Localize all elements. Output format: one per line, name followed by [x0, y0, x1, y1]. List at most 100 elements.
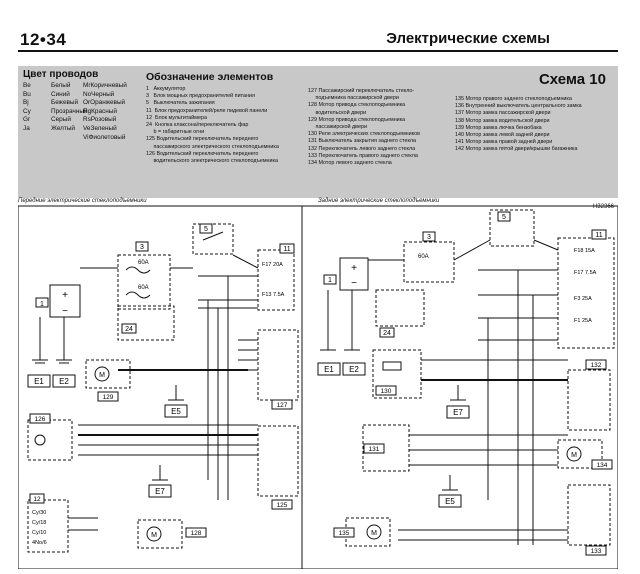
elements-list-2: 127 Пассажирский переключатель стекло- п…: [308, 88, 420, 167]
wire-color-name: Синий: [51, 90, 70, 98]
switch-127: [257, 329, 299, 401]
svg-text:127: 127: [277, 402, 288, 409]
svg-text:132: 132: [591, 362, 602, 369]
wire-color-code: Cy: [23, 107, 31, 115]
elements-list-1: 1 Аккумулятор 3 Блок мощных предохраните…: [146, 86, 279, 165]
ignition-switch-5-right: [489, 209, 535, 247]
svg-text:60A: 60A: [418, 254, 429, 260]
svg-text:4No/6: 4No/6: [32, 540, 47, 546]
multitimer-12: [27, 499, 98, 553]
elements-title: Обозначение элементов: [146, 71, 274, 83]
wire-color-be: Be Белый: [23, 82, 88, 91]
svg-text:E7: E7: [453, 408, 463, 417]
svg-text:F1 25A: F1 25A: [574, 318, 592, 324]
svg-text:M: M: [371, 530, 377, 537]
fuse-block-11-left: [257, 249, 295, 311]
wire-color-ve: VeЗеленый: [83, 125, 127, 134]
wire-colors-title: Цвет проводов: [23, 69, 99, 80]
svg-text:Cy/10: Cy/10: [32, 530, 46, 536]
switch-125: [257, 425, 299, 497]
svg-text:11: 11: [283, 246, 290, 253]
figure-code: H32366: [592, 204, 614, 210]
wire-color-code: No: [83, 90, 92, 98]
wire-color-name: Зеленый: [90, 124, 117, 132]
wire-color-mr: MrКоричневый: [83, 82, 127, 91]
svg-text:E5: E5: [171, 407, 181, 416]
wire-color-code: Ve: [83, 124, 91, 132]
wire-color-code: Rs: [83, 116, 91, 124]
svg-text:E2: E2: [349, 365, 359, 374]
svg-text:24: 24: [125, 326, 133, 333]
svg-text:−: −: [62, 306, 68, 317]
svg-text:−: −: [351, 278, 357, 289]
svg-text:1: 1: [328, 277, 332, 284]
fuse-block-3-left: [117, 254, 171, 310]
svg-text:60A: 60A: [138, 285, 149, 291]
wire-color-name: Черный: [91, 90, 115, 98]
svg-text:Cy/30: Cy/30: [32, 510, 46, 516]
wire-color-code: Be: [23, 82, 31, 89]
svg-text:E1: E1: [34, 377, 44, 386]
wire-color-name: Желтый: [51, 124, 75, 132]
wire-color-name: Прозрачный: [51, 107, 88, 115]
grounds-left: [27, 317, 76, 388]
svg-text:E7: E7: [155, 487, 165, 496]
wire-color-rg: RgКрасный: [83, 108, 127, 117]
wiring-svg: + − 1 E1 E2 3 60A 60A 5: [17, 205, 619, 570]
svg-text:1: 1: [40, 301, 44, 308]
wire-color-vi: ViФиолетовый: [83, 134, 127, 143]
svg-text:E2: E2: [59, 377, 69, 386]
wires-left: [78, 254, 259, 500]
battery-1-right: [323, 257, 369, 291]
wire-color-code: Vi: [83, 133, 89, 141]
grounds-e5-e7-left: [148, 385, 188, 498]
svg-text:M: M: [571, 452, 577, 459]
right-caption: Задние электрические стеклоподъемники: [318, 198, 440, 204]
wire-color-name: Фиолетовый: [88, 133, 126, 141]
svg-text:3: 3: [140, 244, 144, 251]
fuse-block-3-right: [403, 241, 455, 283]
elements-list-3: 135 Мотор правого заднего стеклоподъемни…: [455, 96, 582, 153]
wire-color-code: Rg: [83, 107, 92, 115]
svg-text:131: 131: [369, 446, 380, 453]
chapter-title: Электрические схемы: [386, 30, 550, 47]
svg-text:M: M: [151, 532, 157, 539]
svg-text:F3 25A: F3 25A: [574, 296, 592, 302]
wire-color-ja: Ja Желтый: [23, 125, 88, 134]
wire-color-or: OrОранжевый: [83, 99, 127, 108]
relay-130: [372, 349, 422, 399]
svg-text:F17 7.5A: F17 7.5A: [574, 270, 597, 276]
switch-24-left: [117, 305, 175, 341]
schema-title: Схема 10: [538, 71, 606, 88]
svg-text:12: 12: [33, 496, 41, 503]
ignition-switch-5-left: [192, 223, 234, 255]
svg-text:60A: 60A: [138, 260, 149, 266]
svg-text:F13 7.5A: F13 7.5A: [262, 292, 285, 298]
left-caption: Передние электрические стеклоподъемники: [18, 198, 147, 204]
wire-color-code: Mr: [83, 82, 91, 89]
motor-128: [137, 519, 183, 549]
wire-color-cy: Cy Прозрачный: [23, 108, 88, 117]
svg-text:Cy/18: Cy/18: [32, 520, 46, 526]
grounds-right: [317, 290, 366, 376]
diagram-frame: [17, 205, 619, 570]
svg-text:F18 15A: F18 15A: [574, 248, 595, 254]
wires-right: [368, 239, 568, 545]
wire-color-name: Белый: [51, 82, 71, 89]
svg-text:134: 134: [597, 462, 608, 469]
svg-text:E5: E5: [445, 497, 455, 506]
wire-color-code: Ja: [23, 124, 30, 132]
battery-1-left: + − 1: [35, 284, 81, 318]
switch-24-right: [375, 289, 425, 327]
grounds-e7-e5-right: [438, 385, 470, 508]
svg-text:11: 11: [595, 232, 602, 239]
wire-color-code: Or: [83, 99, 91, 107]
wire-color-name: Оранжевый: [90, 99, 126, 107]
svg-text:128: 128: [191, 530, 202, 537]
wire-color-name: Серый: [51, 116, 71, 124]
svg-text:129: 129: [103, 394, 114, 401]
svg-text:126: 126: [35, 416, 46, 423]
